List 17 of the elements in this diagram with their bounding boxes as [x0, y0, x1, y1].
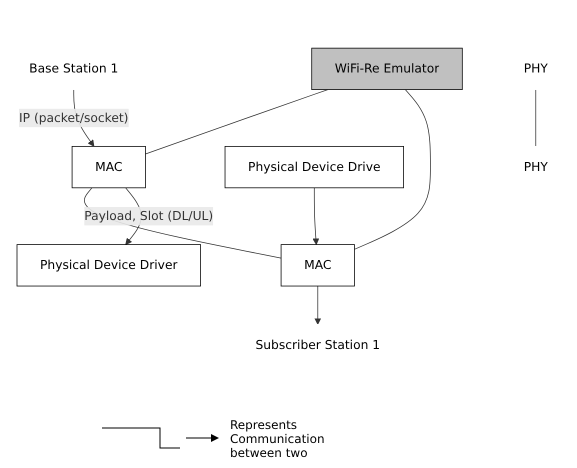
node-text: PHY: [524, 61, 548, 76]
connector: [354, 89, 431, 250]
node-box: Physical Device Driver: [16, 244, 201, 286]
node-text: PHY: [524, 159, 548, 174]
edge-label: Payload, Slot (DL/UL): [84, 208, 214, 224]
node-box: MAC: [72, 146, 146, 188]
node-box: Physical Device Drive: [224, 146, 404, 188]
node-box: WiFi-Re Emulator: [311, 48, 463, 90]
connector: [535, 89, 536, 147]
connector: [145, 89, 328, 154]
node-text: Base Station 1: [29, 61, 118, 76]
arrow: [314, 286, 322, 325]
node-box: MAC: [280, 244, 355, 286]
node-text: Subscriber Station 1: [255, 337, 380, 352]
arrow: [312, 187, 320, 245]
legend-text: Represents Communication between two: [230, 418, 326, 460]
edge-label: IP (packet/socket): [19, 110, 128, 125]
